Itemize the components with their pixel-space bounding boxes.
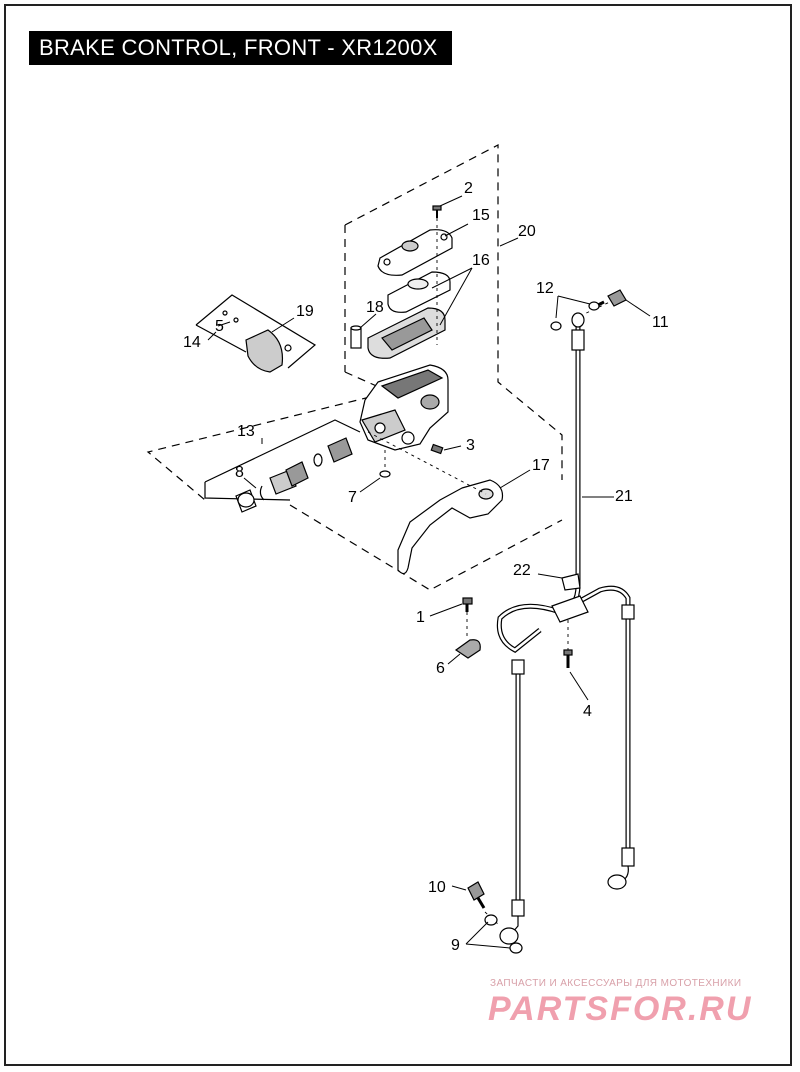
set-screw (430, 443, 444, 455)
retaining-clip (379, 470, 391, 478)
callout-1: 1 (416, 609, 425, 626)
callout-20: 20 (518, 223, 536, 240)
callout-4: 4 (583, 703, 592, 720)
group-20-boundary (344, 144, 563, 480)
callout-16: 16 (472, 252, 490, 269)
line-clamp (454, 639, 481, 659)
piston-assembly (235, 437, 353, 513)
callout-9: 9 (451, 937, 460, 954)
callout-18: 18 (366, 299, 384, 316)
callout-15: 15 (472, 207, 490, 224)
group-20-lower (146, 371, 392, 501)
callout-14: 14 (183, 334, 201, 351)
callout-19: 19 (296, 303, 314, 320)
watermark-brand: PARTSFOR.RU (488, 990, 753, 1028)
clamp-cover (222, 310, 292, 373)
callout-22: 22 (513, 562, 531, 579)
right-caliper-brake-line (607, 604, 635, 890)
callout-8: 8 (235, 464, 244, 481)
line-bracket (561, 573, 581, 591)
cover-screw (432, 205, 442, 218)
group-19-boundary (195, 294, 317, 369)
callout-13: 13 (237, 423, 255, 440)
callout-2: 2 (464, 180, 473, 197)
callout-17: 17 (532, 457, 550, 474)
group-13-lower (204, 482, 291, 501)
callout-21: 21 (615, 488, 633, 505)
sealing-washer-lower-2 (509, 942, 523, 954)
banjo-bolt-upper (595, 289, 627, 308)
reservoir-cover (377, 229, 453, 276)
splitter-brake-lines (496, 585, 631, 653)
callout-6: 6 (436, 660, 445, 677)
group-19-lower (195, 324, 247, 353)
leader-lines (207, 195, 651, 949)
brake-lever (397, 479, 504, 575)
callout-10: 10 (428, 879, 446, 896)
left-caliper-brake-line (499, 659, 525, 945)
callout-11: 11 (652, 314, 669, 331)
bracket-bolt (563, 649, 573, 668)
sealing-washer-upper-2 (550, 321, 562, 331)
pivot-pin (350, 325, 362, 349)
upper-brake-line (559, 312, 585, 615)
banjo-bolt-lower (467, 881, 486, 909)
watermark-subtitle: ЗАПЧАСТИ И АКСЕССУАРЫ ДЛЯ МОТОТЕХНИКИ (490, 978, 742, 989)
callout-labels: 1 2 3 4 5 6 7 8 9 10 11 12 13 14 15 16 1… (183, 180, 669, 954)
callout-3: 3 (466, 437, 475, 454)
sealing-washer-upper-1 (588, 301, 600, 311)
callout-5: 5 (215, 318, 224, 335)
reservoir-diaphragm-plate (367, 307, 446, 359)
page-title: BRAKE CONTROL, FRONT - XR1200X (29, 31, 452, 65)
master-cylinder-body (359, 364, 449, 451)
reservoir-diaphragm (387, 271, 451, 313)
group-13-boundary (204, 419, 361, 483)
callout-7: 7 (348, 489, 357, 506)
callout-12: 12 (536, 280, 554, 297)
clamp-bolt (462, 597, 473, 612)
diagram-frame (4, 4, 792, 1066)
